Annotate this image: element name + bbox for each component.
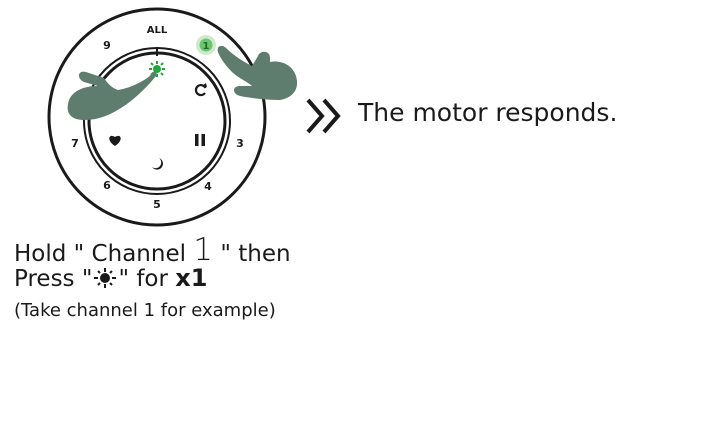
instruction-line-2: Press " " for x1	[14, 264, 207, 293]
press-text: Press "	[14, 266, 93, 292]
right-hand	[217, 45, 298, 100]
refresh-icon[interactable]	[194, 83, 207, 97]
channel-3[interactable]: 3	[236, 137, 244, 150]
then-text: " then	[213, 241, 291, 267]
moon-icon[interactable]	[152, 158, 163, 170]
channel-1-highlight-inner	[199, 38, 213, 52]
sun-icon[interactable]	[149, 61, 165, 77]
channel-number: 1	[193, 232, 214, 268]
channel-9[interactable]: 9	[103, 39, 111, 52]
channel-7[interactable]: 7	[71, 137, 79, 150]
press-count: x1	[175, 264, 208, 292]
example-note: (Take channel 1 for example)	[14, 300, 276, 321]
heart-icon[interactable]	[109, 135, 121, 146]
instruction-line-1: Hold " Channel 1 " then	[14, 235, 291, 268]
result-text: The motor responds.	[358, 98, 618, 127]
channel-6[interactable]: 6	[103, 179, 111, 192]
remote-illustration: ALL 9 7 6 5 4 3 1	[47, 7, 298, 227]
label-all: ALL	[147, 25, 168, 36]
press-end-text: " for	[118, 266, 176, 292]
channel-4[interactable]: 4	[204, 180, 212, 193]
sun-icon	[94, 268, 117, 288]
left-hand	[67, 71, 157, 120]
hold-text: Hold " Channel	[14, 241, 194, 267]
channel-1[interactable]: 1	[203, 41, 210, 52]
channel-5[interactable]: 5	[153, 198, 161, 211]
pause-icon[interactable]	[195, 134, 205, 146]
double-chevron-icon	[306, 98, 341, 134]
